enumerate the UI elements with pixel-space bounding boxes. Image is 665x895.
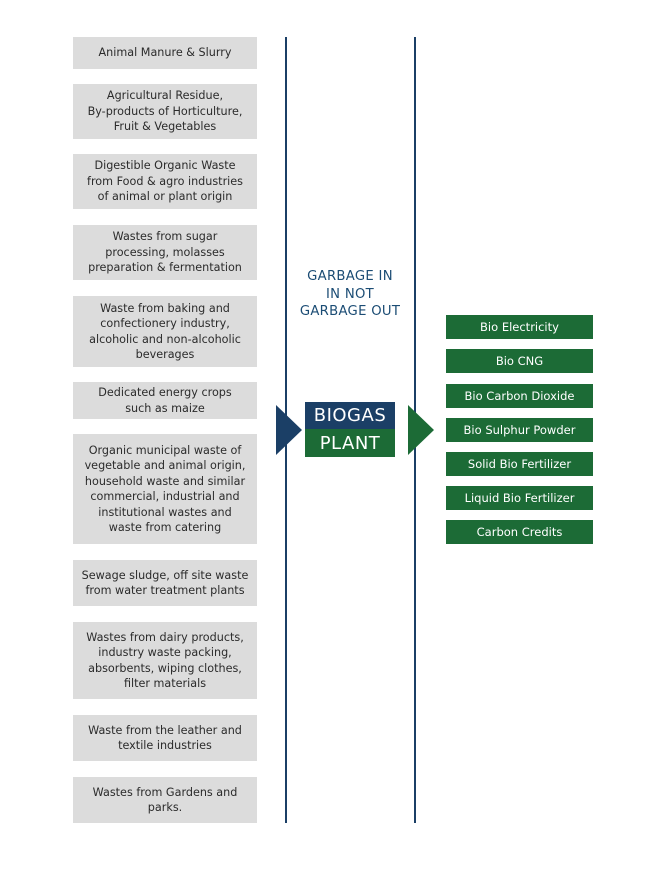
input-arrow-icon xyxy=(276,405,302,455)
output-bio-carbon-dioxide: Bio Carbon Dioxide xyxy=(445,383,594,409)
output-bio-cng: Bio CNG xyxy=(445,348,594,374)
input-sugar-processing: Wastes from sugar processing, molasses p… xyxy=(73,225,257,280)
input-agricultural-residue: Agricultural Residue, By-products of Hor… xyxy=(73,84,257,139)
output-bio-electricity: Bio Electricity xyxy=(445,314,594,340)
input-municipal-waste: Organic municipal waste of vegetable and… xyxy=(73,434,257,544)
plant-label-plant: PLANT xyxy=(305,429,395,457)
input-leather-textile: Waste from the leather and textile indus… xyxy=(73,715,257,761)
plant-label-biogas: BIOGAS xyxy=(305,402,395,429)
input-gardens-parks: Wastes from Gardens and parks. xyxy=(73,777,257,823)
output-carbon-credits: Carbon Credits xyxy=(445,519,594,545)
output-bio-sulphur-powder: Bio Sulphur Powder xyxy=(445,417,594,443)
input-sewage-sludge: Sewage sludge, off site waste from water… xyxy=(73,560,257,606)
tagline: GARBAGE IN IN NOT GARBAGE OUT xyxy=(299,269,401,319)
input-baking-confectionery: Waste from baking and confectionery indu… xyxy=(73,296,257,367)
input-energy-crops: Dedicated energy crops such as maize xyxy=(73,382,257,419)
input-dairy-waste: Wastes from dairy products, industry was… xyxy=(73,622,257,699)
output-liquid-bio-fertilizer: Liquid Bio Fertilizer xyxy=(445,485,594,511)
output-arrow-icon xyxy=(408,405,434,455)
output-solid-bio-fertilizer: Solid Bio Fertilizer xyxy=(445,451,594,477)
input-animal-manure: Animal Manure & Slurry xyxy=(73,37,257,69)
input-digestible-organic: Digestible Organic Waste from Food & agr… xyxy=(73,154,257,209)
